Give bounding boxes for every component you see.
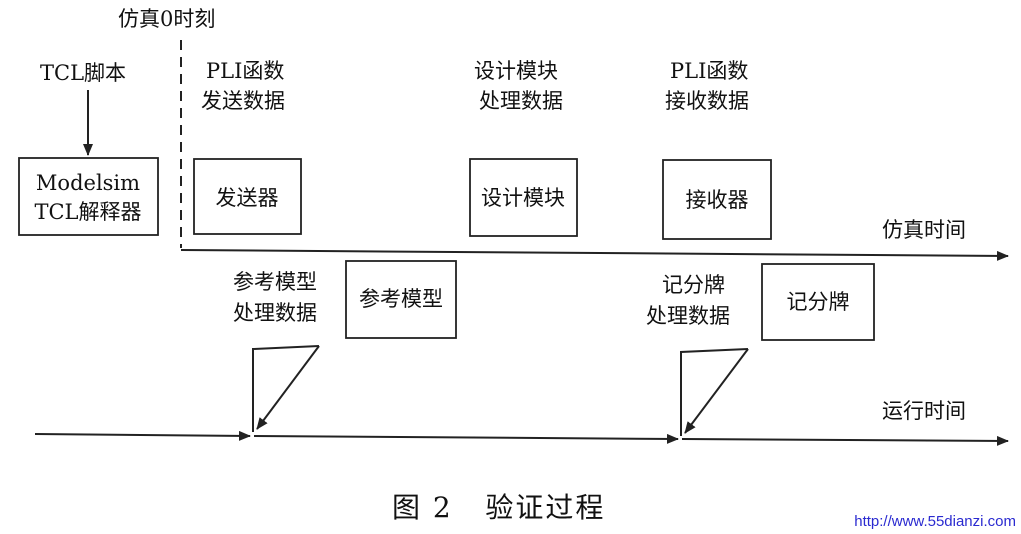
design-module-box: [469, 158, 578, 237]
reference-trigger-triangle: [252, 345, 320, 432]
design-module-label: 设计模块: [481, 186, 565, 210]
tcl-script-label: TCL脚本: [40, 61, 126, 85]
pli-send-line-2: 发送数据: [201, 89, 285, 113]
scoreboard-box: [761, 263, 875, 341]
run-time-axis-segment-3: [681, 435, 1009, 446]
scoreboard-trigger-arrow: [684, 348, 749, 434]
reference-trigger-arrow: [256, 345, 320, 430]
design-process-line-2: 处理数据: [479, 89, 563, 113]
design-process-line-1: 设计模块: [474, 59, 558, 83]
sim-zero-label: 仿真0时刻: [118, 7, 215, 31]
interpreter-line-1: Modelsim: [36, 171, 140, 195]
receiver-label: 接收器: [686, 188, 749, 212]
figure-caption: 图 2 验证过程: [392, 491, 605, 524]
ref-process-line-2: 处理数据: [233, 301, 317, 325]
pli-send-line-1: PLI函数: [206, 59, 284, 83]
pli-receive-line-2: 接收数据: [665, 89, 749, 113]
run-time-axis-segment-1: [34, 430, 251, 441]
scoreboard-label: 记分牌: [787, 290, 850, 314]
interpreter-line-2: TCL解释器: [34, 200, 141, 224]
ref-process-line-1: 参考模型: [233, 270, 317, 294]
run-time-axis-segment-2: [253, 433, 679, 444]
reference-model-label: 参考模型: [359, 287, 443, 311]
sim-time-axis: [180, 249, 1009, 261]
sender-label: 发送器: [216, 186, 279, 210]
scoreboard-process-line-2: 处理数据: [646, 304, 730, 328]
sender-box: [193, 158, 302, 235]
scoreboard-trigger-triangle: [680, 348, 749, 436]
pli-receive-line-1: PLI函数: [670, 59, 748, 83]
run-time-label: 运行时间: [882, 399, 966, 423]
receiver-box: [662, 159, 772, 240]
modelsim-interpreter-box: [18, 157, 159, 236]
reference-model-box: [345, 260, 457, 339]
watermark-url: http://www.55dianzi.com: [854, 513, 1016, 530]
sim-time-label: 仿真时间: [882, 218, 966, 242]
scoreboard-process-line-1: 记分牌: [662, 273, 725, 297]
